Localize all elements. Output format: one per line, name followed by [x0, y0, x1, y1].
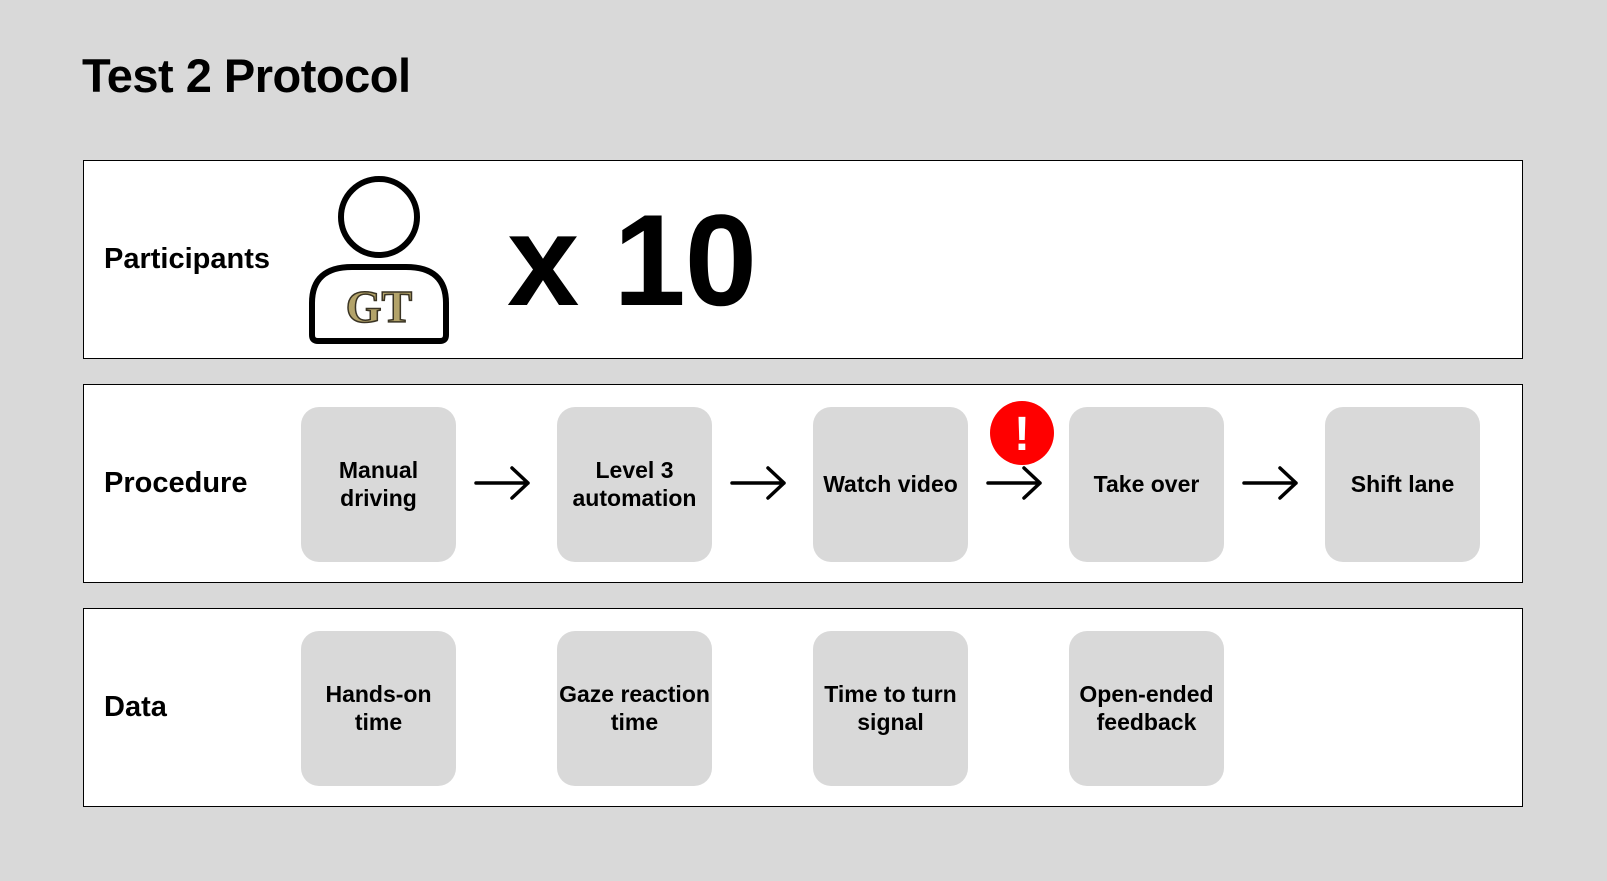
data-item-open-ended-feedback: Open-ended feedback — [1069, 631, 1224, 786]
data-item-gaze-reaction-time: Gaze reaction time — [557, 631, 712, 786]
data-item-time-to-turn-signal: Time to turn signal — [813, 631, 968, 786]
arrow-right-icon — [474, 466, 530, 500]
page-title: Test 2 Protocol — [82, 49, 411, 102]
data-item-hands-on-time: Hands-on time — [301, 631, 456, 786]
data-label: Data — [104, 691, 167, 723]
gt-logo: GT — [345, 280, 413, 333]
procedure-step-shift-lane: Shift lane — [1325, 407, 1480, 562]
person-icon: GT — [309, 176, 449, 344]
arrow-right-icon — [1242, 466, 1298, 500]
alert-symbol: ! — [1014, 408, 1030, 461]
participants-label: Participants — [104, 243, 270, 275]
procedure-step-watch-video: Watch video — [813, 407, 968, 562]
arrow-right-icon — [730, 466, 786, 500]
arrow-right-icon — [986, 466, 1042, 500]
participant-count: x 10 — [507, 186, 757, 333]
procedure-step-manual-driving: Manual driving — [301, 407, 456, 562]
exclamation-alert-icon: ! — [990, 401, 1054, 465]
gt-logo-text: GT — [346, 281, 412, 332]
procedure-panel: Procedure Manual driving Level 3 automat… — [83, 384, 1523, 583]
procedure-step-level-3-automation: Level 3 automation — [557, 407, 712, 562]
participants-panel: Participants GT x 10 — [83, 160, 1523, 359]
procedure-label: Procedure — [104, 467, 248, 499]
procedure-step-take-over: Take over — [1069, 407, 1224, 562]
data-panel: Data Hands-on time Gaze reaction time Ti… — [83, 608, 1523, 807]
